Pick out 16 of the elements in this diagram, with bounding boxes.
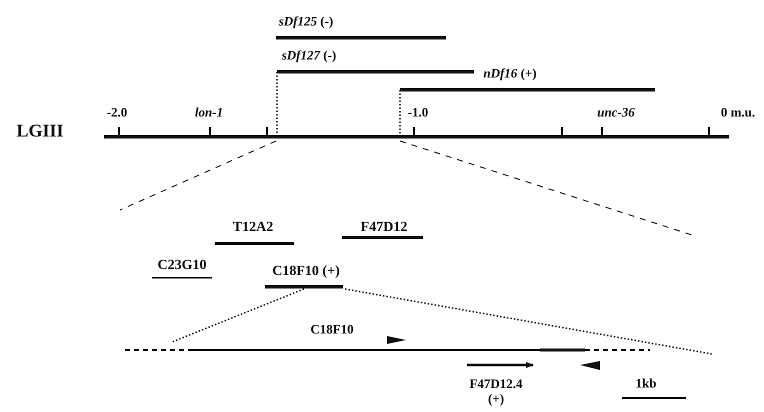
gene-label: F47D12.4 (+)	[468, 377, 524, 407]
gene-label: lon-1	[194, 106, 224, 120]
gene-label: unc-36	[597, 106, 635, 120]
deficiency-label: sDf127 (-)	[282, 48, 336, 64]
map-position-label: -2.0	[106, 106, 128, 120]
scale-label: 1kb	[636, 376, 656, 392]
map-position-label: -1.0	[408, 106, 428, 120]
linkage-group-label: LGIII	[16, 120, 64, 142]
deficiency-label: nDf16 (+)	[483, 66, 537, 82]
map-position-label: 0 m.u.	[720, 106, 756, 120]
deficiency-label: sDf125 (-)	[278, 14, 334, 30]
clone-label: C23G10	[158, 258, 206, 274]
clone-label: T12A2	[232, 220, 274, 236]
clone-label: C18F10 (+)	[272, 264, 340, 280]
clone-label: C18F10	[310, 322, 354, 338]
clone-label: F47D12	[360, 220, 408, 236]
